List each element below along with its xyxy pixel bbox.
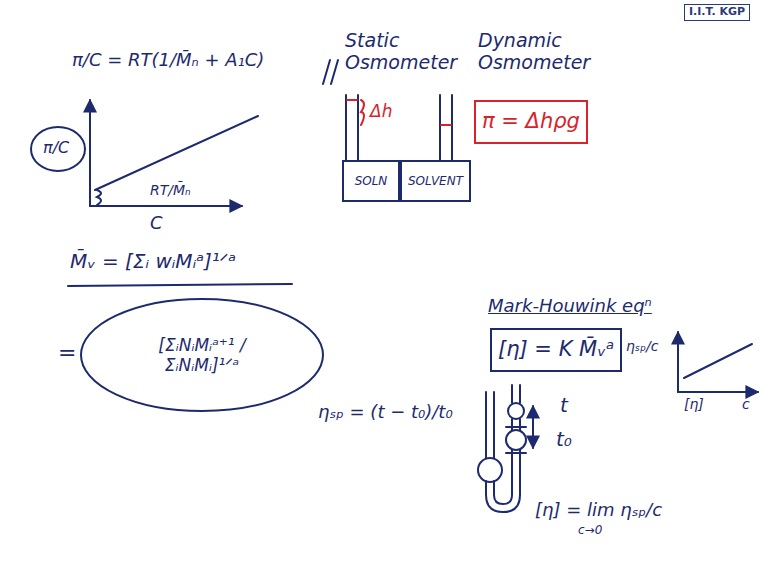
- viscometer: [478, 385, 533, 512]
- right-tube: [440, 95, 452, 160]
- node-text: SOLVENT: [408, 174, 463, 188]
- circled-expression: [ΣᵢNᵢMᵢᵃ⁺¹ / ΣᵢNᵢMᵢ]¹ᐟᵃ: [80, 298, 324, 412]
- time-label: t₀: [556, 428, 572, 451]
- logo-text: I.I.T. KGP: [684, 4, 750, 21]
- node-text: π = Δhρg: [482, 109, 580, 134]
- heading-text: Dynamic Osmometer: [478, 30, 608, 74]
- x-axis: [678, 391, 758, 393]
- axis-label: π/C: [43, 139, 69, 157]
- plot-line: [684, 344, 752, 378]
- time-label: t: [560, 394, 568, 417]
- heading-text: Static Osmometer: [345, 30, 467, 74]
- y-axis: [677, 332, 679, 392]
- equation: π/C = RT(1/M̄ₙ + A₁C): [72, 50, 264, 71]
- node-text: [η] = K M̄ᵥᵃ: [498, 337, 614, 362]
- underline: [68, 284, 292, 286]
- heading-text: Mark-Houwink eqⁿ: [488, 296, 652, 317]
- circle-mark: [31, 127, 85, 171]
- intercept-brace: [97, 190, 101, 205]
- height-brace: [361, 100, 364, 125]
- boxed-equation: [η] = K M̄ᵥᵃ: [490, 328, 622, 372]
- axis-label: ηₛₚ/c: [626, 338, 659, 354]
- intercept-label: RT/M̄ₙ: [150, 182, 191, 198]
- left-tube: [346, 95, 358, 160]
- axis-label: [η]: [684, 396, 704, 412]
- axis-label: C: [150, 213, 163, 234]
- height-label: Δh: [370, 102, 392, 122]
- equals-sign: =: [58, 340, 76, 365]
- y-axis: [89, 100, 91, 206]
- node-text: SOLN: [355, 174, 388, 188]
- equation: ηₛₚ = (t − t₀)/t₀: [318, 402, 453, 423]
- solution-chamber: SOLN: [342, 160, 400, 202]
- node-text: [ΣᵢNᵢMᵢᵃ⁺¹ / ΣᵢNᵢMᵢ]¹ᐟᵃ: [122, 335, 282, 376]
- solvent-chamber: SOLVENT: [400, 160, 471, 202]
- plot-line: [95, 116, 258, 190]
- axis-label: c: [742, 396, 750, 412]
- ellipse-shape: [81, 299, 323, 411]
- limit-subscript: c→0: [578, 524, 602, 538]
- equation: M̄ᵥ = [Σᵢ wᵢMᵢᵃ]¹ᐟᵃ: [70, 250, 236, 273]
- separator-strokes: [323, 60, 338, 84]
- liquid-level: [347, 100, 451, 125]
- x-axis: [90, 205, 242, 207]
- boxed-equation: π = Δhρg: [474, 100, 588, 144]
- equation: [η] = lim ηₛₚ/c: [535, 500, 662, 521]
